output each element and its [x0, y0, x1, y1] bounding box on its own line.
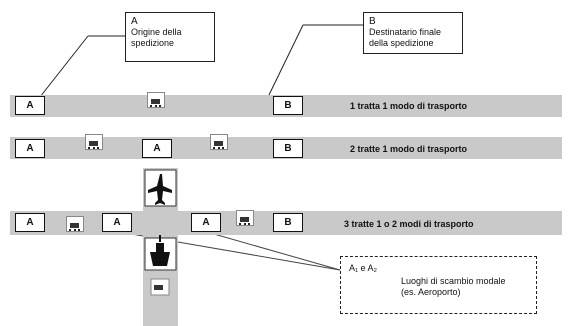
truck-icon [85, 134, 103, 150]
node-interchange-1: A [102, 213, 132, 232]
row-label-1: 1 tratta 1 modo di trasporto [350, 101, 468, 111]
truck-icon [66, 216, 84, 232]
destination-letter: B [369, 16, 376, 27]
node-origin: A [15, 96, 45, 115]
airplane-icon [144, 169, 177, 207]
interchange-title: A₁ e A₂ [349, 263, 378, 273]
ship-icon [144, 232, 177, 271]
interchange-line1: Luoghi di scambio modale [401, 276, 506, 286]
origin-line2: spedizione [131, 38, 175, 48]
truck-icon [150, 278, 170, 296]
origin-line1: Origine della [131, 27, 182, 37]
node-destination: B [273, 139, 303, 158]
origin-letter: A [131, 16, 138, 27]
destination-callout: B Destinatario finale della spedizione [363, 12, 463, 54]
node-origin: A [15, 139, 45, 158]
destination-line1: Destinatario finale [369, 27, 442, 37]
node-origin: A [15, 213, 45, 232]
interchange-callout: A₁ e A₂ Luoghi di scambio modale (es. Ae… [340, 256, 537, 314]
origin-callout: A Origine della spedizione [125, 12, 215, 62]
node-destination: B [273, 213, 303, 232]
node-interchange-2: A [191, 213, 221, 232]
node-interchange: A [142, 139, 172, 158]
truck-icon [236, 210, 254, 226]
truck-icon [210, 134, 228, 150]
row-label-3: 3 tratte 1 o 2 modi di trasporto [344, 219, 474, 229]
destination-line2: della spedizione [369, 38, 434, 48]
row-label-2: 2 tratte 1 modo di trasporto [350, 144, 468, 154]
interchange-line2: (es. Aeroporto) [401, 287, 461, 297]
node-destination: B [273, 96, 303, 115]
truck-icon [147, 92, 165, 108]
